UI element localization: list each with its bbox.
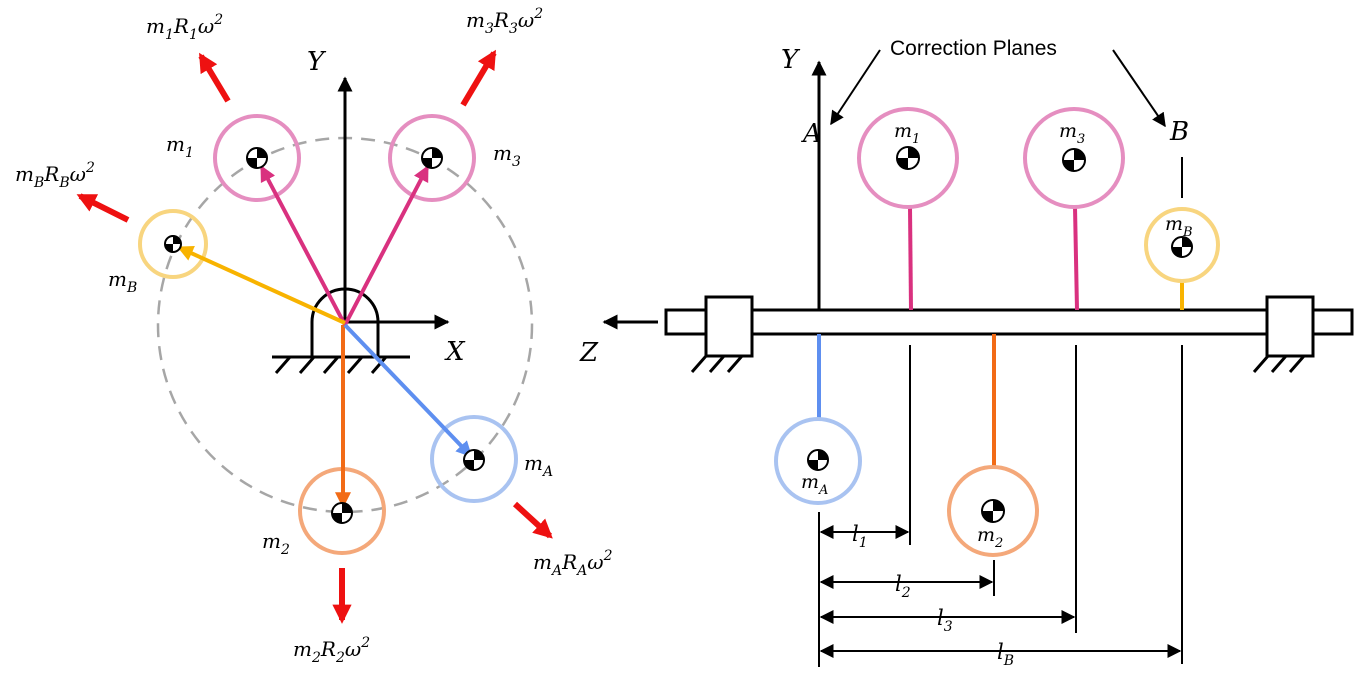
cg-m1-side-icon — [896, 146, 920, 170]
y-axis-label: Y — [307, 47, 327, 77]
label-mA-side: mA — [801, 471, 828, 498]
cg-m3-side-icon — [1062, 148, 1086, 172]
shaft — [664, 308, 1354, 336]
left-bearing — [690, 295, 754, 373]
label-l2: l2 — [895, 572, 911, 601]
force-label-m1: m1R1ω2 — [146, 12, 223, 43]
cg-m2-icon — [331, 502, 353, 524]
label-m2-side: m2 — [977, 524, 1003, 551]
force-label-mA: mARAω2 — [533, 548, 613, 579]
force-label-m3: m3R3ω2 — [466, 6, 543, 37]
label-mA: mA — [524, 451, 553, 480]
plane-b-label: B — [1169, 117, 1189, 147]
pointer-plane-b — [1112, 49, 1166, 128]
label-m2: m2 — [262, 529, 290, 558]
force-arrow-mB — [76, 193, 130, 223]
mass-mB-circle-side — [1144, 207, 1220, 283]
label-m1-side: m1 — [894, 120, 920, 147]
mass-m2-circle-side — [947, 465, 1039, 557]
cg-m2-side-icon — [981, 499, 1005, 523]
radius-vector-m1 — [260, 165, 347, 326]
radius-vector-mA — [343, 323, 473, 458]
label-mB-side: mB — [1165, 213, 1193, 240]
rod-m3 — [1073, 206, 1079, 311]
rod-m1 — [908, 206, 913, 311]
force-arrow-m1 — [198, 52, 231, 103]
label-mB: mB — [108, 267, 137, 296]
force-arrow-mA — [512, 501, 553, 539]
correction-planes-label: Correction Planes — [890, 37, 1057, 60]
x-axis-label: X — [444, 337, 466, 367]
radius-vector-mB — [177, 246, 346, 325]
force-label-mB: mBRBω2 — [15, 160, 95, 191]
label-m1: m1 — [166, 132, 194, 161]
label-l3: l3 — [937, 606, 953, 635]
cg-m1-icon — [246, 147, 268, 169]
mass-m3-circle-side — [1023, 107, 1125, 209]
mass-mB-circle — [138, 209, 208, 279]
mass-m1-circle-side — [857, 107, 959, 209]
cg-mB-side-icon — [1171, 236, 1193, 258]
right-view: Correction Planes Y Z A B m1 m3 mB mA m2… — [579, 37, 1354, 669]
cg-mA-icon — [463, 449, 485, 471]
pointer-plane-a — [830, 49, 881, 126]
left-view: Y X m1 m3 mB m2 mA m1R1ω2 m3R3ω2 mBRBω2 … — [15, 6, 613, 666]
mass-mA-circle — [430, 415, 518, 503]
force-arrow-m3 — [460, 49, 497, 107]
label-l1: l1 — [852, 522, 868, 551]
cg-mB-icon — [164, 235, 182, 253]
label-m3-side: m3 — [1059, 120, 1085, 147]
center-of-mass-symbols — [164, 146, 1193, 524]
mass-m3-circle — [388, 114, 476, 202]
label-lB: lB — [997, 640, 1014, 669]
radius-vector-m3 — [343, 165, 429, 326]
z-axis-label: Z — [579, 338, 599, 368]
mass-m1-circle — [213, 114, 301, 202]
y-axis-label-right: Y — [781, 45, 801, 75]
force-label-m2: m2R2ω2 — [293, 635, 370, 666]
mass-mA-circle-side — [774, 417, 862, 505]
right-bearing — [1252, 295, 1315, 373]
label-m3: m3 — [493, 141, 521, 170]
plane-a-label: A — [801, 119, 822, 149]
cg-mA-side-icon — [807, 449, 829, 471]
cg-m3-icon — [421, 147, 443, 169]
